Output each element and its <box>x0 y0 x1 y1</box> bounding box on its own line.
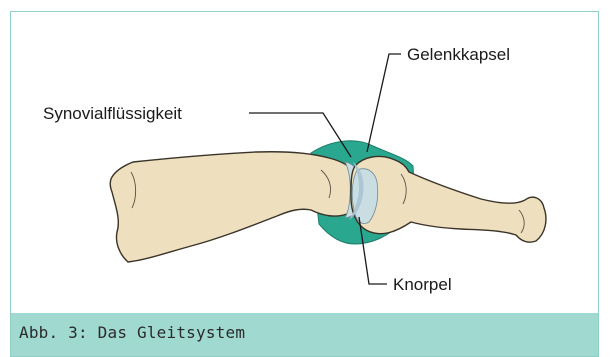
caption-bar: Abb. 3: Das Gleitsystem <box>11 313 598 356</box>
figure-caption: Abb. 3: Das Gleitsystem <box>19 323 245 342</box>
leader-line-capsule <box>367 54 401 152</box>
left-bone <box>110 152 361 262</box>
finger-joint-diagram: Synovialflüssigkeit Gelenkkapsel Knorpel <box>11 12 600 315</box>
right-bone <box>351 156 546 242</box>
label-joint-capsule: Gelenkkapsel <box>407 45 510 64</box>
label-cartilage: Knorpel <box>393 275 452 294</box>
label-synovial-fluid: Synovialflüssigkeit <box>43 104 182 123</box>
figure-frame: Synovialflüssigkeit Gelenkkapsel Knorpel… <box>10 11 599 357</box>
